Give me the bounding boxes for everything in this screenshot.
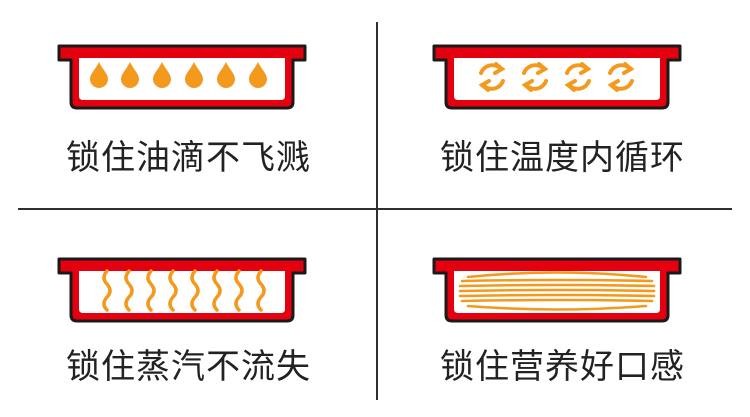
oil-drop-icon <box>153 62 171 88</box>
oil-drop-icon <box>90 62 108 88</box>
caption-oil-splash: 锁住油滴不飞溅 <box>66 138 311 178</box>
circular-arrows-icon <box>607 62 635 92</box>
steam-wave-icon <box>146 269 156 312</box>
circular-arrows-icon <box>521 62 549 92</box>
steam-wave-icon <box>124 269 134 312</box>
steam-wave-icon <box>234 269 244 312</box>
feature-nutrition-taste: 锁住营养好口感 <box>375 209 750 417</box>
feature-steam-retention: 锁住蒸汽不流失 <box>0 209 375 417</box>
vertical-divider <box>376 22 378 400</box>
steam-wave-icon <box>102 269 112 312</box>
pan-oil-drop-icon <box>57 44 307 110</box>
steam-wave-icon <box>256 269 266 312</box>
oil-drop-icon <box>217 62 235 88</box>
pan-layered-food-icon <box>432 257 682 323</box>
layered-food-icon <box>458 271 656 311</box>
pan-steam-wave-icon <box>57 257 307 323</box>
oil-drop-icon <box>249 62 267 88</box>
steam-wave-icon <box>168 269 178 312</box>
oil-drop-icon <box>121 62 139 88</box>
steam-wave-icon <box>212 269 222 312</box>
steam-wave-icon <box>190 269 200 312</box>
circular-arrows-icon <box>478 62 506 92</box>
horizontal-divider <box>18 208 732 210</box>
feature-temperature-circulation: 锁住温度内循环 <box>375 0 750 208</box>
caption-steam-retention: 锁住蒸汽不流失 <box>66 347 311 387</box>
caption-temperature-circulation: 锁住温度内循环 <box>440 138 685 178</box>
circular-arrows-icon <box>564 62 592 92</box>
caption-nutrition-taste: 锁住营养好口感 <box>440 347 685 387</box>
feature-oil-splash: 锁住油滴不飞溅 <box>0 0 375 208</box>
oil-drop-icon <box>185 62 203 88</box>
pan-circular-arrows-icon <box>432 44 682 110</box>
